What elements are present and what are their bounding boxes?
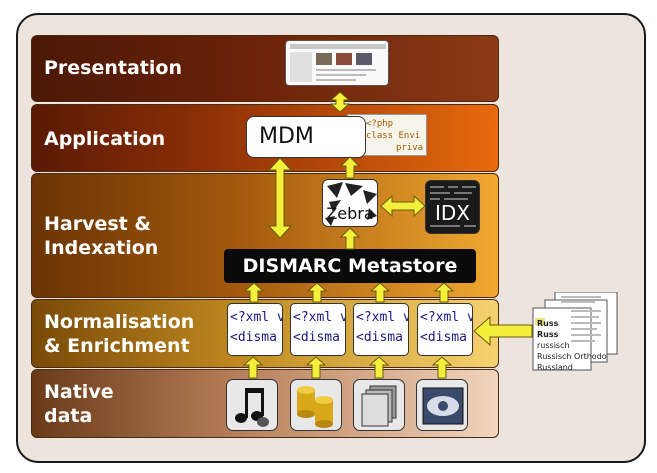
harvest-label-line2: Indexation [44, 237, 159, 259]
idx-label: IDX [435, 201, 470, 225]
xml-line-1: <?xml v [293, 310, 346, 325]
xml-record-4: <?xml v <disma [417, 303, 473, 356]
xml-record-2: <?xml v <disma [290, 303, 346, 356]
zebra-stripes-icon [325, 182, 377, 226]
thesaurus-documents: Russ Russ russisch Russisch Orthodo Russ… [531, 292, 623, 372]
zebra-component: Zebra [322, 179, 378, 227]
xml-line-2: <disma [420, 330, 467, 345]
code-line-2: class Envi [366, 131, 421, 141]
music-notes-icon [226, 379, 278, 431]
idx-component: IDX [425, 180, 480, 234]
arrow-app-presentation [329, 91, 351, 113]
normalisation-label-line2: & Enrichment [44, 335, 190, 357]
terminal-icon [430, 186, 476, 227]
normalisation-label-line1: Normalisation [44, 311, 195, 333]
arrow-xml4-up [433, 282, 455, 303]
native-label-line2: data [44, 405, 93, 427]
presentation-label: Presentation [44, 57, 182, 79]
thesaurus-term-5: Russland [537, 363, 573, 372]
xml-line-2: <disma [293, 330, 340, 345]
arrow-xml2-up [306, 282, 328, 303]
native-label-line1: Native [44, 381, 114, 403]
dismarc-metastore: DISMARC Metastore [224, 249, 476, 283]
arrow-zebra-up [339, 156, 361, 179]
xml-record-1: <?xml v <disma [227, 303, 283, 356]
document-stack-icon [353, 379, 405, 431]
xml-line-2: <disma [230, 330, 277, 345]
arrow-native2-up [305, 356, 327, 379]
layer-presentation: Presentation [31, 35, 499, 102]
arrow-xml1-up [243, 282, 265, 303]
code-line-1: <?php [366, 119, 394, 129]
website-screenshot-icon [285, 40, 389, 86]
thesaurus-term-4: Russisch Orthodo [537, 352, 607, 361]
arrow-native3-up [368, 356, 390, 379]
arrow-metastore-zebra [339, 227, 361, 250]
database-cylinders-icon [290, 379, 342, 431]
thesaurus-term-3: russisch [537, 341, 570, 350]
arrow-mdm-metastore [267, 157, 293, 239]
thesaurus-term-2: Russ [537, 330, 559, 339]
xml-line-1: <?xml v [230, 310, 283, 325]
mdm-box: MDM [246, 116, 366, 158]
code-line-3: priva [396, 143, 424, 153]
arrow-native4-up [431, 356, 453, 379]
xml-line-1: <?xml v [420, 310, 473, 325]
xml-line-1: <?xml v [356, 310, 409, 325]
arrow-zebra-idx [380, 194, 426, 218]
disc-drive-icon [416, 379, 468, 431]
thesaurus-term-1: Russ [537, 319, 559, 328]
arrow-native1-up [242, 356, 264, 379]
application-label: Application [44, 128, 166, 150]
arrow-xml3-up [369, 282, 391, 303]
xml-record-3: <?xml v <disma [353, 303, 409, 356]
arrow-thesaurus-enrich [473, 315, 533, 347]
xml-line-2: <disma [356, 330, 403, 345]
zebra-label: Zebra [326, 204, 374, 223]
harvest-label-line1: Harvest & [44, 213, 151, 235]
